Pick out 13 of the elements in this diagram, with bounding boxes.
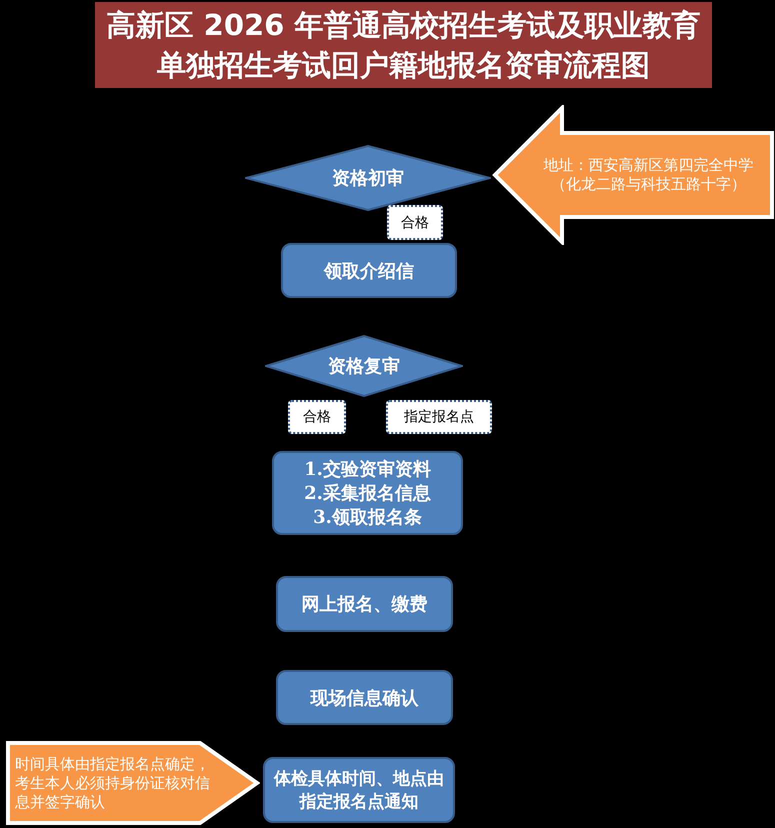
condition-tag: 指定报名点 xyxy=(386,400,492,434)
process-box: 体检具体时间、地点由指定报名点通知 xyxy=(263,757,455,823)
condition-tag: 合格 xyxy=(288,400,346,434)
title-banner: 高新区 2026 年普通高校招生考试及职业教育单独招生考试回户籍地报名资审流程图 xyxy=(95,2,712,88)
process-box: 领取介绍信 xyxy=(281,243,457,298)
process-box: 现场信息确认 xyxy=(276,670,453,725)
decision-diamond: 资格初审 xyxy=(245,145,491,211)
callout-arrow: 地址：西安高新区第四完全中学（化龙二路与科技五路十字） xyxy=(492,105,775,245)
process-box: 1.交验资审资料 2.采集报名信息 3.领取报名条 xyxy=(272,451,463,535)
decision-diamond: 资格复审 xyxy=(265,335,463,397)
process-box: 网上报名、缴费 xyxy=(276,576,453,632)
callout-arrow: 时间具体由指定报名点确定，考生本人必须持身份证核对信息并签字确认 xyxy=(5,740,260,826)
condition-tag: 合格 xyxy=(387,205,443,240)
